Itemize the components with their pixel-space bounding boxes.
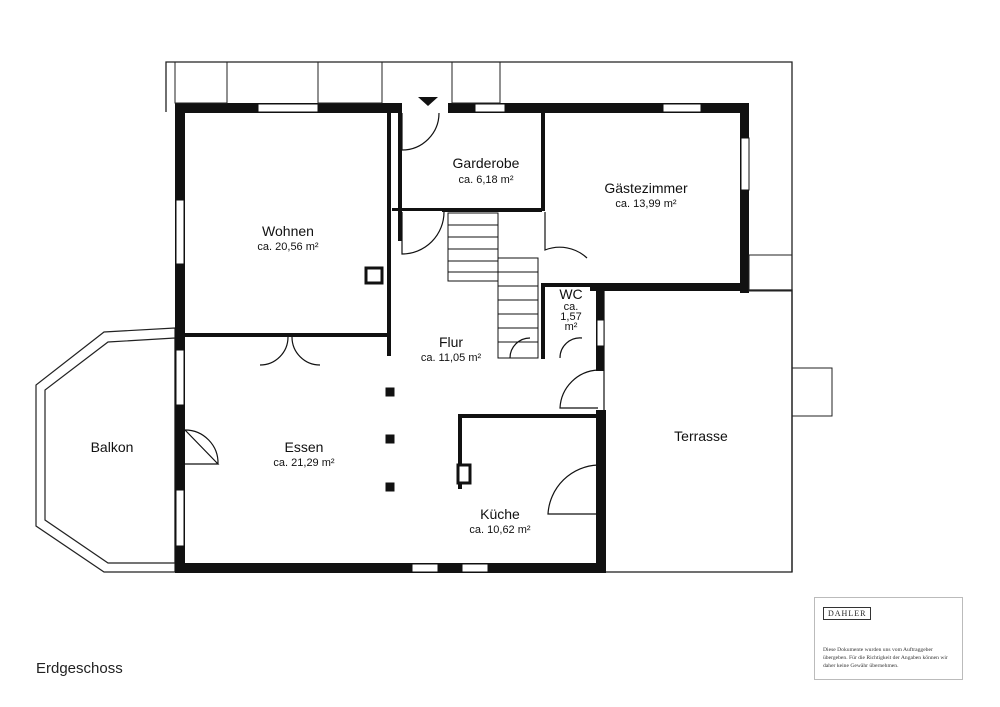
- exterior-steps: [174, 61, 833, 417]
- room-labels: Wohnen ca. 20,56 m² Garderobe ca. 6,18 m…: [91, 155, 728, 536]
- entrance-arrow-icon: [418, 97, 438, 106]
- room-flur-area: ca. 11,05 m²: [421, 352, 482, 364]
- room-garderobe-area: ca. 6,18 m²: [458, 174, 513, 186]
- columns: [364, 266, 472, 492]
- brand-logo: DAHLER: [823, 607, 872, 620]
- room-essen-area: ca. 21,29 m²: [273, 457, 334, 469]
- doors: [184, 112, 599, 515]
- room-wc-area-line-1: ca.: [564, 301, 579, 313]
- windows: [175, 103, 750, 573]
- room-kueche-name: Küche: [480, 506, 520, 522]
- room-wc-area-line-2: 1,57: [560, 311, 581, 323]
- room-gaestezimmer-area: ca. 13,99 m²: [615, 198, 676, 210]
- staircase: [447, 212, 539, 359]
- room-wc-name: WC: [559, 286, 582, 302]
- room-essen-name: Essen: [285, 439, 324, 455]
- room-garderobe-name: Garderobe: [453, 155, 520, 171]
- interior-walls: [185, 113, 596, 489]
- floor-label: Erdgeschoss: [36, 660, 123, 677]
- disclaimer-text: Diese Dokumente wurden uns vom Auftragge…: [823, 647, 948, 669]
- room-kueche-area: ca. 10,62 m²: [469, 524, 530, 536]
- room-wohnen-area: ca. 20,56 m²: [257, 241, 318, 253]
- room-gaestezimmer-name: Gästezimmer: [604, 180, 688, 196]
- room-balkon-name: Balkon: [91, 439, 134, 455]
- plot-outline: [165, 61, 793, 572]
- disclaimer-box: DAHLER Diese Dokumente wurden uns vom Au…: [814, 597, 963, 680]
- room-terrasse-name: Terrasse: [674, 428, 728, 444]
- room-wohnen-name: Wohnen: [262, 223, 314, 239]
- room-flur-name: Flur: [439, 334, 463, 350]
- room-wc-area-line-3: m²: [565, 321, 578, 333]
